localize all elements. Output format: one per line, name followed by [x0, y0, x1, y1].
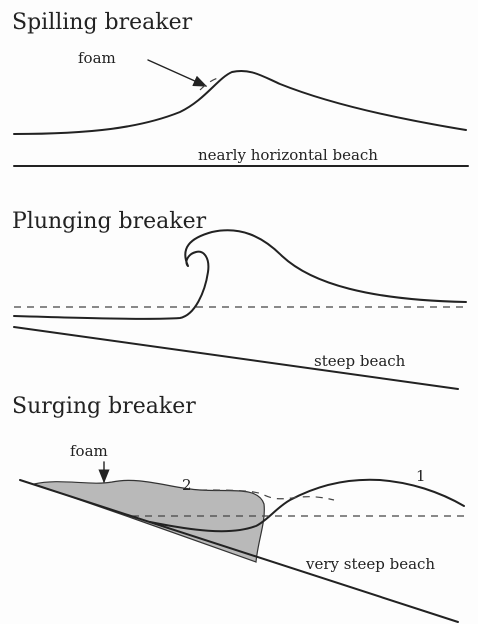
plunging-wave-profile [14, 230, 466, 319]
spilling-wave-profile [14, 71, 466, 134]
plunging-title: Plunging breaker [12, 209, 207, 234]
surging-wave-label-1: 1 [416, 467, 426, 485]
spilling-title: Spilling breaker [12, 10, 193, 35]
spilling-beach-label: nearly horizontal beach [198, 146, 378, 164]
plunging-panel: Plunging breaker steep beach [12, 209, 468, 389]
plunging-beach-label: steep beach [314, 352, 406, 370]
surging-wave-label-2: 2 [182, 476, 192, 494]
spilling-foam-label: foam [78, 49, 116, 67]
spilling-foam-arrow [148, 60, 206, 86]
spilling-panel: Spilling breaker foam nearly horizontal … [12, 10, 468, 166]
surging-beach-label: very steep beach [305, 555, 435, 573]
surging-panel: Surging breaker foam 2 1 very steep beac… [12, 394, 468, 622]
surging-foam-label: foam [70, 442, 108, 460]
surging-title: Surging breaker [12, 394, 196, 419]
